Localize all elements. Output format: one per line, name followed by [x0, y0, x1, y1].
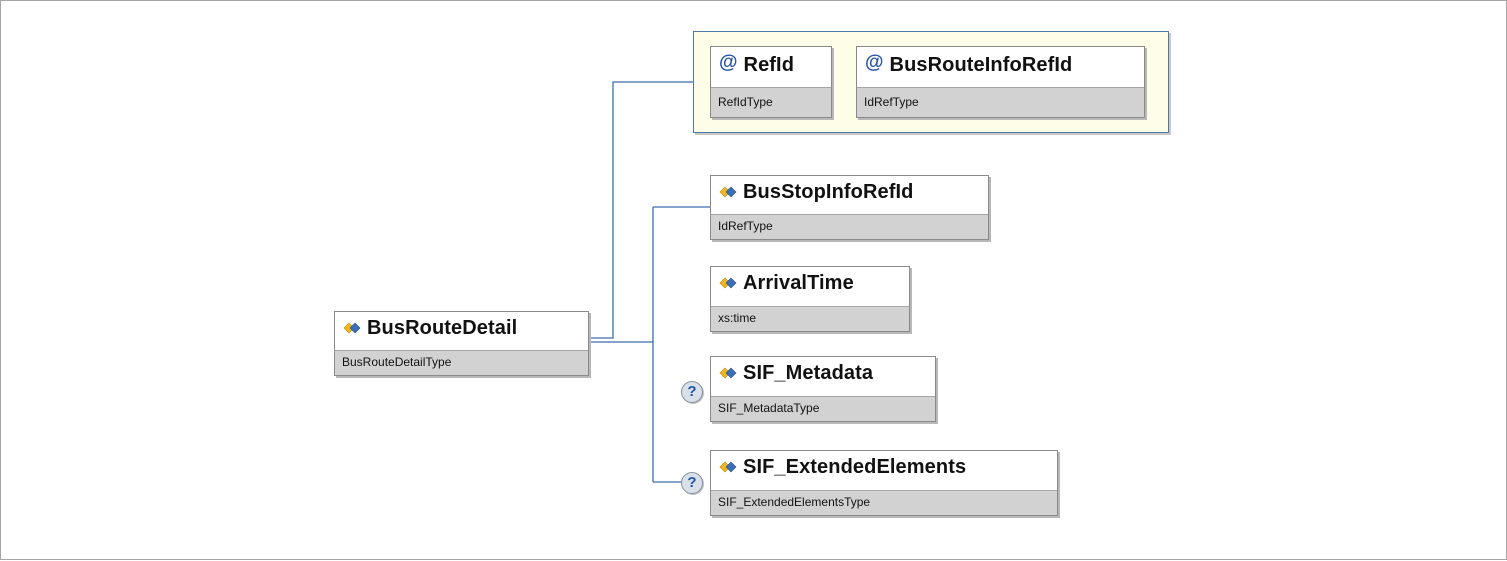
element-node-arrivaltime[interactable]: ArrivalTime xs:time — [710, 266, 910, 332]
attribute-node-busrouteinforefid[interactable]: @ BusRouteInfoRefId IdRefType — [856, 46, 1145, 118]
optional-question-icon[interactable]: ? — [681, 472, 703, 494]
root-element-name: BusRouteDetail — [367, 316, 518, 339]
attribute-name: BusRouteInfoRefId — [889, 53, 1073, 76]
element-name: BusStopInfoRefId — [743, 180, 914, 203]
element-diamond-icon — [719, 186, 737, 198]
element-diamond-icon — [719, 461, 737, 473]
element-node-sif-metadata[interactable]: SIF_Metadata SIF_MetadataType — [710, 356, 936, 422]
optional-question-icon[interactable]: ? — [681, 381, 703, 403]
element-type: SIF_MetadataType — [711, 396, 935, 421]
attribute-group: @ RefId RefIdType @ BusRouteInfoRefId Id… — [693, 31, 1169, 133]
attribute-type: RefIdType — [711, 87, 831, 117]
element-diamond-icon — [719, 277, 737, 289]
element-name: SIF_Metadata — [743, 361, 874, 384]
attribute-node-refid[interactable]: @ RefId RefIdType — [710, 46, 832, 118]
at-sign-icon: @ — [865, 52, 884, 73]
element-type: SIF_ExtendedElementsType — [711, 490, 1057, 515]
root-element-type: BusRouteDetailType — [335, 350, 588, 375]
element-name: ArrivalTime — [743, 271, 854, 294]
element-node-sif-extendedelements[interactable]: SIF_ExtendedElements SIF_ExtendedElement… — [710, 450, 1058, 516]
element-type: xs:time — [711, 306, 909, 331]
attribute-name: RefId — [743, 53, 795, 76]
at-sign-icon: @ — [719, 52, 738, 73]
element-type: IdRefType — [711, 214, 988, 239]
element-name: SIF_ExtendedElements — [743, 455, 967, 478]
element-diamond-icon — [343, 322, 361, 334]
root-element-node[interactable]: BusRouteDetail BusRouteDetailType — [334, 311, 589, 376]
element-node-busstopinforefid[interactable]: BusStopInfoRefId IdRefType — [710, 175, 989, 240]
attribute-type: IdRefType — [857, 87, 1144, 117]
element-diamond-icon — [719, 367, 737, 379]
connector-root-attributes — [589, 81, 693, 339]
